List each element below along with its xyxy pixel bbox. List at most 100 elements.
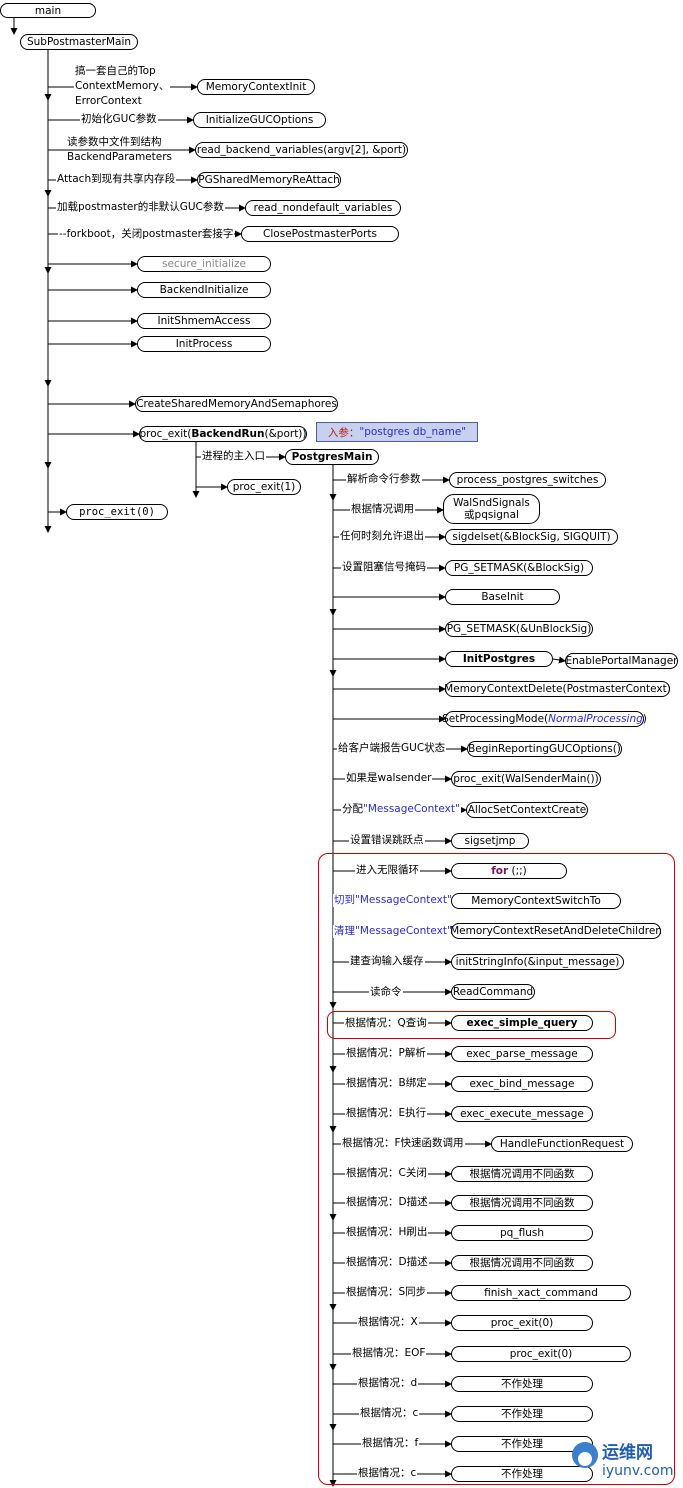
set-processing-mode-suffix: ) [642,713,647,725]
label-attach-shm: Attach到现有共享内存段 [56,173,177,186]
node-case-c-target[interactable]: 根据情况调用不同函数 [451,1166,593,1182]
node-handle-function-request[interactable]: HandleFunctionRequest [491,1136,633,1152]
alloc-prefix: 分配 [342,803,363,815]
label-call-signals: 根据情况调用 [350,503,415,516]
watermark-logo-icon [572,1442,598,1468]
label-read-params-1: 读参数中文件到结构 [66,136,163,149]
label-case-d-desc1: 根据情况：D描述 [345,1196,429,1209]
param-key: 入参： [327,426,360,439]
node-main[interactable]: main [0,3,96,18]
node-exec-bind-message[interactable]: exec_bind_message [451,1076,593,1092]
label-read-cmd: 读命令 [369,986,403,999]
label-set-jump: 设置错误跳跃点 [349,834,425,847]
label-own-context-2: ContextMemory、 [74,80,171,93]
init-postgres-text: InitPostgres [462,653,536,665]
label-case-x: 根据情况：X [357,1316,419,1329]
node-init-postgres[interactable]: InitPostgres [445,651,553,667]
node-close-postmaster-ports[interactable]: ClosePostmasterPorts [241,226,399,242]
label-build-buffer: 建查询输入缓存 [349,955,425,968]
label-case-s-sync: 根据情况：S同步 [345,1286,428,1299]
label-case-f: 根据情况：f [361,1437,420,1450]
label-case-c1: 根据情况：c [359,1407,420,1420]
proc-exit-suffix: (&port)) [264,428,307,440]
node-exec-parse-message[interactable]: exec_parse_message [451,1046,593,1062]
node-begin-reporting-guc[interactable]: BeginReportingGUCOptions() [467,741,622,757]
node-noop-c2[interactable]: 不作处理 [451,1466,593,1482]
node-sigdelset[interactable]: sigdelset(&BlockSig, SIGQUIT) [445,529,618,545]
node-pg-shared-memory-reattach[interactable]: PGSharedMemoryReAttach [197,172,341,188]
node-sub-postmaster-main[interactable]: SubPostmasterMain [20,34,138,50]
node-finish-xact-command[interactable]: finish_xact_command [451,1285,631,1301]
label-case-p: 根据情况：P解析 [345,1047,427,1060]
label-main-entry: 进程的主入口 [201,450,266,463]
label-own-context-3: ErrorContext [74,95,143,108]
node-init-shmem-access[interactable]: InitShmemAccess [137,313,271,329]
node-init-process[interactable]: InitProcess [137,336,271,352]
watermark-line1: 运维网 [602,1443,653,1463]
node-sigsetjmp[interactable]: sigsetjmp [451,833,529,849]
postgres-main-text: PostgresMain [291,451,373,463]
switch-prefix: 切到 [334,894,355,906]
exec-simple-query-text: exec_simple_query [466,1017,578,1029]
label-report-guc: 给客户端报告GUC状态 [337,742,447,755]
label-case-c-close: 根据情况：C关闭 [345,1167,428,1180]
watermark-line2: iyunv.com [602,1463,674,1479]
node-memory-context-delete[interactable]: MemoryContextDelete(PostmasterContext) [444,681,671,697]
node-backend-initialize[interactable]: BackendInitialize [137,282,271,298]
node-proc-exit-eof[interactable]: proc_exit(0) [451,1346,631,1362]
node-exec-execute-message[interactable]: exec_execute_message [451,1106,593,1122]
walsnd-signals-line2: 或pqsignal [464,509,519,521]
node-proc-exit-x[interactable]: proc_exit(0) [451,1315,593,1331]
label-case-e: 根据情况：E执行 [345,1107,428,1120]
node-secure-initialize[interactable]: secure_initialize [137,256,271,272]
param-value: "postgres db_name" [359,426,467,438]
node-pg-setmask-block[interactable]: PG_SETMASK(&BlockSig) [445,560,593,576]
node-proc-exit-backend-run[interactable]: proc_exit(BackendRun(&port)) [139,426,307,442]
label-case-f-fast: 根据情况：F快速函数调用 [341,1137,465,1150]
node-for-loop[interactable]: for (;;) [451,863,567,879]
node-noop-f[interactable]: 不作处理 [451,1436,593,1452]
node-case-d2-target[interactable]: 根据情况调用不同函数 [451,1255,593,1271]
node-create-shared-memory[interactable]: CreateSharedMemoryAndSemaphores [135,396,338,412]
param-box: 入参："postgres db_name" [316,422,478,442]
node-set-processing-mode[interactable]: SetProcessingMode(NormalProcessing) [442,711,647,727]
node-memory-context-init[interactable]: MemoryContextInit [197,79,315,95]
node-noop-d[interactable]: 不作处理 [451,1376,593,1392]
clear-prefix: 清理 [334,925,355,937]
node-pg-setmask-unblock[interactable]: PG_SETMASK(&UnBlockSig) [445,621,593,637]
label-enter-loop: 进入无限循环 [355,864,420,877]
node-noop-c1[interactable]: 不作处理 [451,1406,593,1422]
walsnd-signals-line1: WalSndSignals [453,497,530,509]
node-exec-simple-query[interactable]: exec_simple_query [451,1015,593,1031]
node-proc-exit-1[interactable]: proc_exit(1) [227,479,301,495]
node-read-nondefault-variables[interactable]: read_nondefault_variables [245,200,401,216]
node-base-init[interactable]: BaseInit [445,589,560,605]
label-case-b: 根据情况：B绑定 [345,1077,428,1090]
backend-run-name: BackendRun [191,428,265,440]
node-init-string-info[interactable]: initStringInfo(&input_message) [451,954,624,970]
alloc-ctx-name: "MessageContext" [363,803,460,815]
watermark: 运维网 iyunv.com [572,1438,682,1486]
node-enable-portal-manager[interactable]: EnablePortalManager [565,653,678,669]
node-case-d1-target[interactable]: 根据情况调用不同函数 [451,1195,593,1211]
node-proc-exit-0-main[interactable]: proc_exit(0) [66,504,168,520]
node-postgres-main[interactable]: PostgresMain [285,449,379,465]
node-pq-flush[interactable]: pq_flush [451,1225,593,1241]
proc-exit-prefix: proc_exit( [139,428,192,440]
label-case-d-desc2: 根据情况：D描述 [345,1256,429,1269]
node-read-command[interactable]: ReadCommand [451,984,535,1000]
node-memory-context-reset[interactable]: MemoryContextResetAndDeleteChildren [450,923,662,939]
for-keyword: for [491,865,509,877]
label-case-q: 根据情况：Q查询 [344,1017,428,1030]
node-initialize-guc-options[interactable]: InitializeGUCOptions [193,112,326,128]
node-memory-context-switch-to[interactable]: MemoryContextSwitchTo [451,893,621,909]
label-switch-ctx: 切到"MessageContext" [333,894,453,907]
label-own-context-1: 搞一套自己的Top [74,65,157,78]
label-forkboot: --forkboot，关闭postmaster套接字 [58,228,235,241]
node-proc-exit-walsender[interactable]: proc_exit(WalSenderMain()) [451,771,601,787]
node-read-backend-variables[interactable]: read_backend_variables(argv[2], &port) [195,142,408,158]
node-process-postgres-switches[interactable]: process_postgres_switches [449,472,606,488]
node-alloc-set-context-create[interactable]: AllocSetContextCreate [466,802,588,818]
label-read-params-2: BackendParameters [66,151,173,164]
